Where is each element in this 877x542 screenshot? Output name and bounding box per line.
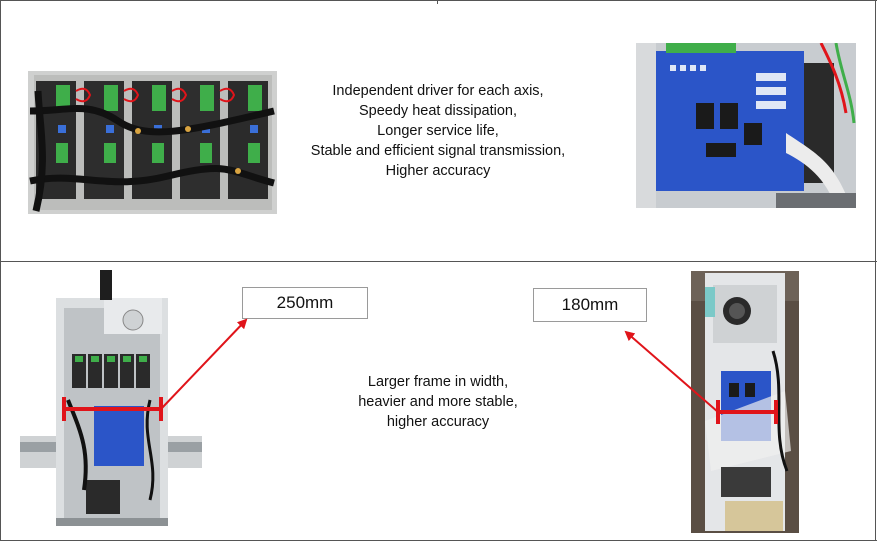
narrow-frame-machine-photo bbox=[691, 271, 799, 533]
caption-line: Independent driver for each axis, bbox=[332, 83, 544, 99]
bottom-border bbox=[0, 540, 877, 541]
row-divider bbox=[0, 261, 877, 262]
driver-features-caption: Independent driver for each axis, Speedy… bbox=[290, 81, 586, 181]
top-column-tick bbox=[437, 0, 438, 4]
stepper-drivers-photo bbox=[28, 71, 277, 214]
caption-line: Longer service life, bbox=[377, 123, 499, 139]
caption-line: Larger frame in width, bbox=[367, 374, 509, 390]
wide-frame-dimension-label: 250mm bbox=[242, 287, 368, 319]
frame-features-caption: Larger frame in width, heavier and more … bbox=[330, 372, 546, 432]
narrow-frame-dimension-label: 180mm bbox=[533, 288, 647, 322]
left-border bbox=[0, 0, 1, 541]
caption-line: Speedy heat dissipation, bbox=[359, 103, 517, 119]
caption-line: Higher accuracy bbox=[385, 163, 491, 179]
control-board-photo bbox=[636, 43, 856, 208]
right-border bbox=[875, 0, 876, 541]
caption-line: Stable and efficient signal transmission… bbox=[310, 143, 566, 159]
wide-frame-machine-photo bbox=[20, 270, 202, 528]
caption-line: heavier and more stable, bbox=[358, 394, 518, 410]
caption-line: higher accuracy bbox=[386, 414, 490, 430]
top-border bbox=[0, 0, 877, 1]
